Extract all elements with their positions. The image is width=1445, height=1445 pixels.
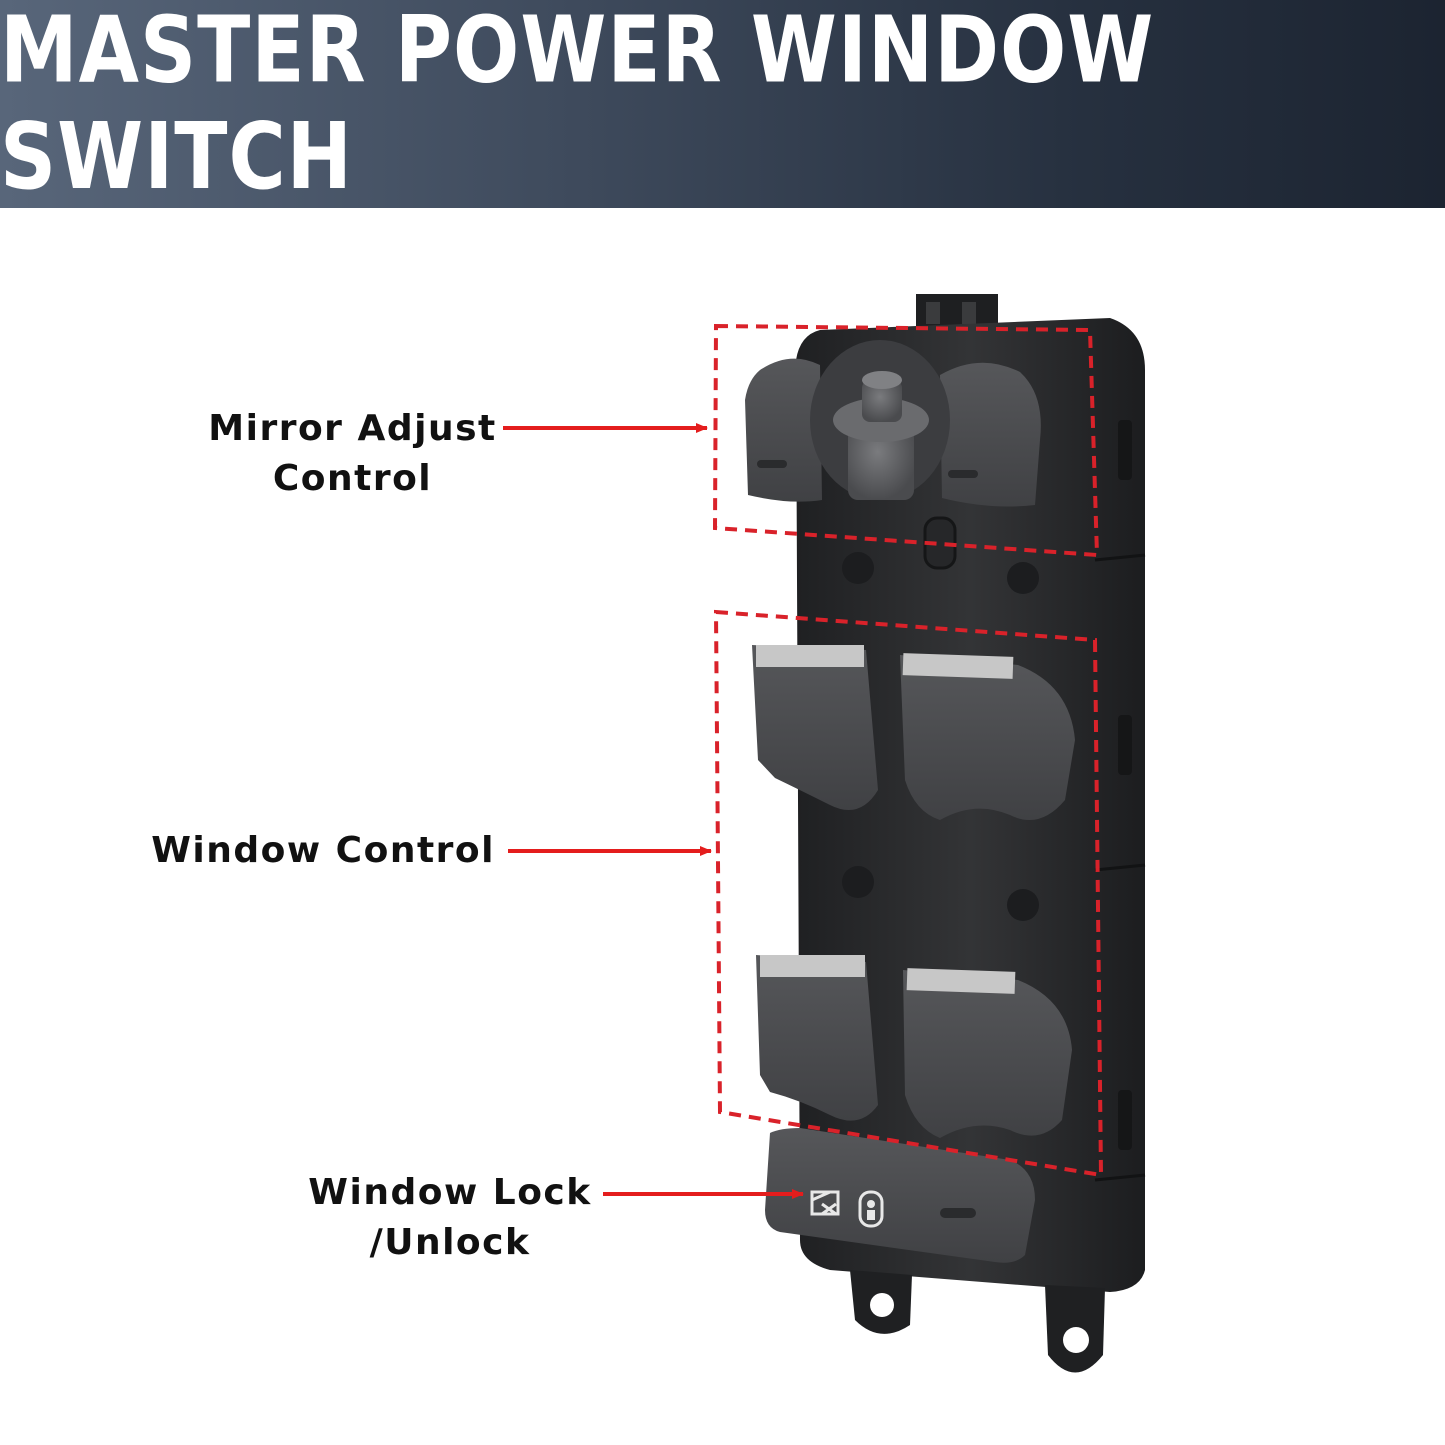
child-lock-icon [858, 1190, 884, 1228]
highlight-boxes [712, 323, 1104, 1178]
mirror-adjust-label-line2: Control [272, 458, 433, 499]
title-banner [0, 0, 1445, 208]
window-lock-icon [810, 1190, 840, 1216]
window-lock-label-line2: /Unlock [369, 1222, 531, 1263]
window-control-label-line1: Window Control [151, 830, 495, 871]
banner-title: MASTER POWER WINDOW SWITCH [0, 0, 1155, 211]
mirror-adjust-control [745, 340, 1041, 594]
window-lock-label: Window Lock /Unlock [300, 1168, 600, 1268]
mirror-adjust-label-line1: Mirror Adjust [208, 408, 497, 449]
window-control-label: Window Control [140, 826, 495, 876]
callout-arrows [503, 423, 804, 1199]
window-control-buttons [752, 645, 1075, 1138]
mounting-tabs [850, 1270, 1105, 1373]
mirror-adjust-label: Mirror Adjust Control [180, 404, 525, 504]
window-lock-label-line1: Window Lock [308, 1172, 592, 1213]
window-lock-button [765, 1128, 1035, 1263]
